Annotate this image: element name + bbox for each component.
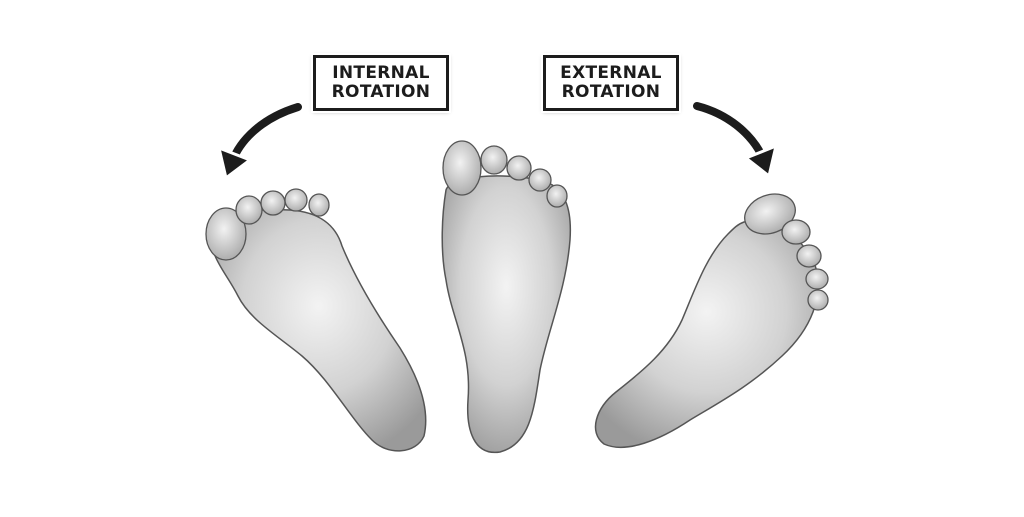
- external-rotation-label: EXTERNAL ROTATION: [543, 55, 679, 111]
- curved-arrow-right-icon: [690, 99, 778, 178]
- internal-rotation-label: INTERNAL ROTATION: [313, 55, 449, 111]
- curved-arrow-left-icon: [217, 100, 305, 180]
- external-label-line2: ROTATION: [561, 82, 661, 102]
- center-foot-figure: [441, 140, 572, 454]
- right-foot-figure: [594, 193, 829, 449]
- left-foot-figure: [205, 188, 427, 452]
- external-label-line1: EXTERNAL: [560, 63, 662, 83]
- internal-label-line1: INTERNAL: [332, 63, 430, 83]
- internal-label-line2: ROTATION: [331, 82, 431, 102]
